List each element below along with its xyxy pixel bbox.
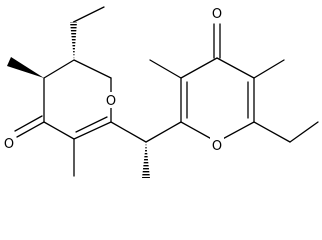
bond-o1-c2-ring-a xyxy=(73,59,112,79)
bond-c2-c3-ring-a xyxy=(43,59,75,79)
bond-c5-methyl-ring-b xyxy=(253,59,285,79)
bond-c4-carbonyl-ring-a xyxy=(16,121,45,138)
ring-a-carbonyl-oxygen-label: O xyxy=(4,137,14,152)
ring-a-oxygen-label: O xyxy=(106,94,116,109)
bond-bridge-ring-b xyxy=(145,121,182,143)
bond-c4-carbonyl-ring-a-double xyxy=(14,115,43,132)
solid-wedge-c3-methyl xyxy=(7,57,44,78)
ring-b-carbonyl-oxygen-label: O xyxy=(212,7,222,22)
bond-c6-ethyl-ring-b xyxy=(253,121,291,143)
bond-c4-c5-ring-b xyxy=(216,57,255,79)
bond-c3-methyl-ring-b xyxy=(149,59,182,79)
structure-diagram: O O O O xyxy=(2,4,319,178)
bond-ethyl-ring-b xyxy=(289,121,319,143)
ring-b xyxy=(149,23,319,143)
bond-ethyl-ring-a xyxy=(72,6,105,23)
hashed-wedge-bridge-methyl xyxy=(142,142,150,178)
bridge xyxy=(110,121,182,178)
bond-c5-c6-ring-a xyxy=(73,121,112,140)
bond-bridge-ring-a xyxy=(110,121,147,143)
bond-c5-c6-ring-a-double xyxy=(75,116,108,133)
bond-c4-c5-ring-a xyxy=(43,121,75,140)
bond-c3-c4-ring-b xyxy=(180,57,218,79)
hashed-wedge-c2-ethyl xyxy=(70,22,77,60)
ring-a xyxy=(7,6,112,177)
ring-b-oxygen-label: O xyxy=(212,139,222,154)
atom-labels: O O O O xyxy=(2,4,224,154)
